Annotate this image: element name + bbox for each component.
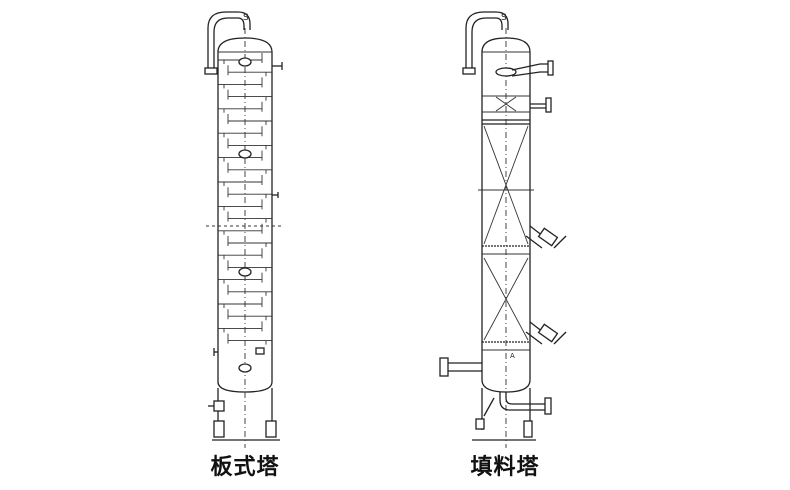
- tray-plates: [218, 53, 272, 345]
- tray-shell: [217, 37, 273, 393]
- tray-top-flange: [204, 67, 218, 75]
- packed-column-caption: 填料塔: [470, 455, 540, 480]
- packed-column: S: [439, 11, 567, 448]
- packed-top-pipe: [465, 11, 509, 70]
- svg-text:A: A: [510, 352, 515, 360]
- packing-bed-upper: [478, 119, 534, 247]
- tray-column: S: [204, 11, 284, 448]
- packed-shell: [481, 37, 531, 393]
- svg-text:S: S: [243, 13, 249, 23]
- tray-column-caption: 板式塔: [210, 455, 280, 480]
- svg-text:S: S: [501, 13, 507, 23]
- packed-skirt: [472, 388, 536, 441]
- tray-nozzles: [213, 62, 283, 356]
- tray-skirt: [208, 388, 280, 441]
- packing-bed-lower: [482, 257, 530, 351]
- tray-manholes: [238, 57, 252, 373]
- packed-gas-inlet: [439, 357, 482, 377]
- tray-top-pipe: [207, 11, 251, 70]
